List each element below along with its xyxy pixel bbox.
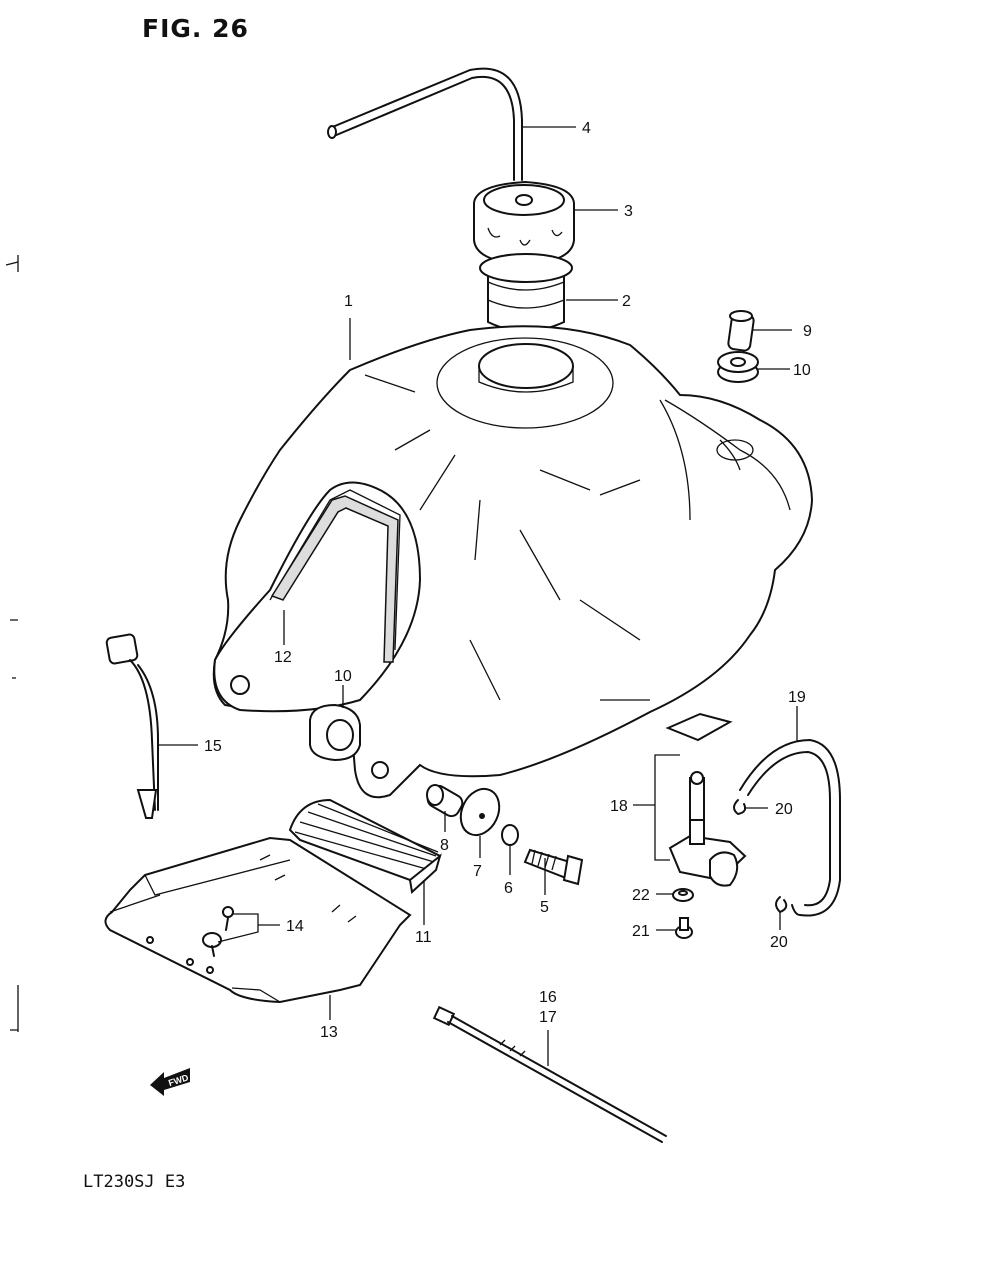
callout-10-lower[interactable]: 10 [334,668,352,685]
callout-5[interactable]: 5 [540,899,549,916]
hose-clip-lower-part[interactable] [775,896,788,913]
rubber-cushion-part[interactable] [288,798,442,894]
fuel-cock-washer-part[interactable] [672,888,694,902]
leader-lines [158,126,798,1066]
cable-tie-part[interactable] [432,1005,667,1143]
washer-part[interactable] [454,783,507,842]
lock-washer-part[interactable] [501,824,519,846]
leader-14 [217,913,280,943]
bolt-part[interactable] [523,848,584,886]
fuel-hose-part[interactable] [739,739,841,917]
clip-part[interactable] [202,906,234,957]
leader-18 [633,754,680,861]
callout-22[interactable]: 22 [632,887,650,904]
model-code: LT230SJ E3 [83,1172,186,1192]
scan-edge-marks [5,255,19,1032]
callout-17[interactable]: 17 [539,1009,557,1026]
grommet-upper-part[interactable] [717,351,759,383]
fuel-cock-screw-part[interactable] [675,917,693,939]
callout-15[interactable]: 15 [204,738,222,755]
callout-9[interactable]: 9 [803,323,812,340]
callout-12[interactable]: 12 [274,649,292,666]
callout-16[interactable]: 16 [539,989,557,1006]
callout-6[interactable]: 6 [504,880,513,897]
wire-lead-part[interactable] [105,633,159,819]
callout-20-lower[interactable]: 20 [770,934,788,951]
fuel-cock-part[interactable] [665,712,747,887]
grommet-lower-part[interactable] [309,703,361,762]
callout-3[interactable]: 3 [624,203,633,220]
callout-18[interactable]: 18 [610,798,628,815]
callout-11[interactable]: 11 [415,929,432,946]
collar-part[interactable] [425,783,465,819]
callout-7[interactable]: 7 [473,863,482,880]
fwd-label: FWD [167,1072,190,1088]
callout-10-upper[interactable]: 10 [793,362,811,379]
callout-19[interactable]: 19 [788,689,806,706]
callout-14[interactable]: 14 [286,918,304,935]
callout-8[interactable]: 8 [440,837,449,854]
hose-9-part[interactable] [727,310,755,352]
hose-clip-upper-part[interactable] [733,799,747,815]
figure-title: FIG. 26 [142,14,249,43]
breather-hose-part[interactable] [327,67,523,181]
callout-20-upper[interactable]: 20 [775,801,793,818]
callout-2[interactable]: 2 [622,293,631,310]
callout-labels: 1 2 3 4 5 6 7 8 9 10 10 11 12 13 14 15 1… [204,120,812,1041]
fuel-tank-part[interactable] [212,325,814,799]
callout-21[interactable]: 21 [632,923,650,940]
filler-neck-part[interactable] [479,253,573,332]
callout-4[interactable]: 4 [582,120,591,137]
forward-arrow-icon: FWD [150,1068,190,1096]
fuel-cap-part[interactable] [473,180,575,266]
callout-13[interactable]: 13 [320,1024,338,1041]
callout-1[interactable]: 1 [344,293,353,310]
